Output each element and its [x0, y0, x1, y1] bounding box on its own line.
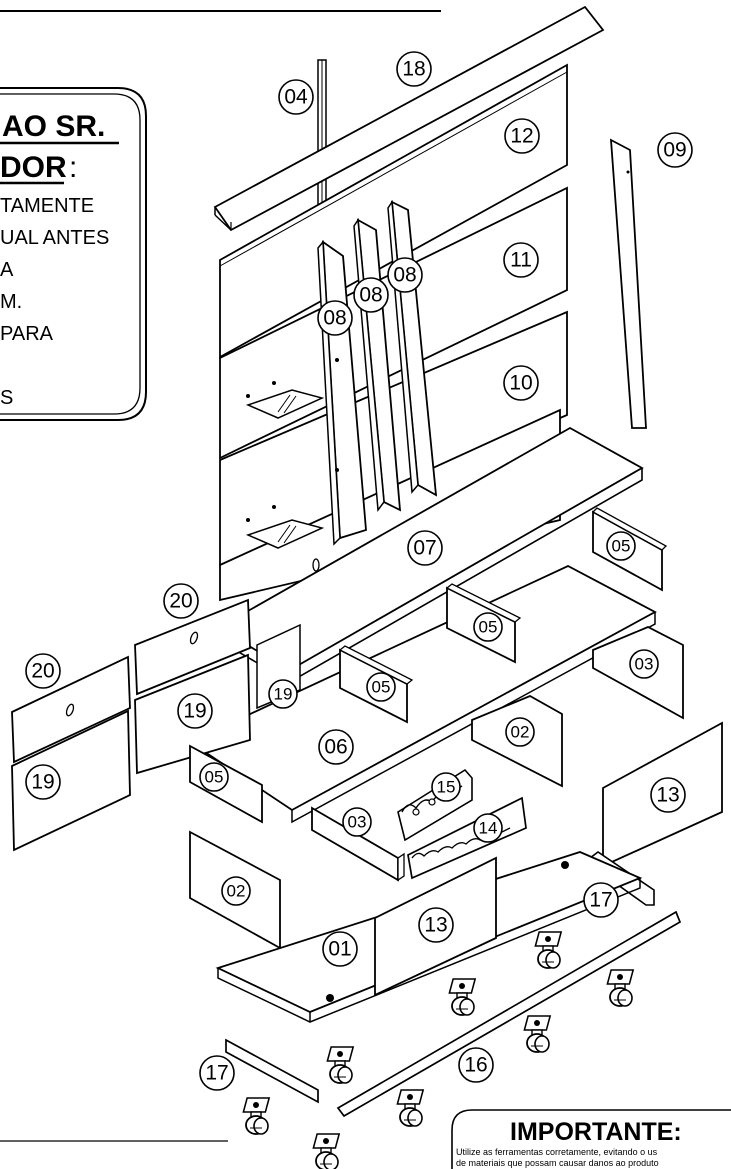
label-03-b: 03	[348, 813, 367, 832]
label-04: 04	[284, 86, 308, 109]
label-07: 07	[413, 537, 436, 560]
label-19-small: 19	[274, 685, 293, 704]
label-16: 16	[464, 1054, 487, 1077]
label-12: 12	[510, 125, 533, 148]
notice-line-7: S	[0, 387, 13, 409]
label-19-a: 19	[183, 700, 206, 723]
notice-title-line1: AO SR.	[2, 110, 105, 143]
label-09: 09	[663, 139, 686, 162]
label-17-b: 17	[589, 889, 612, 912]
notice-line-4: M.	[0, 291, 22, 313]
label-03-a: 03	[635, 655, 654, 674]
part-20-b	[11, 655, 131, 764]
important-line2: de materiais que possam causar danos ao …	[456, 1158, 659, 1168]
part-16	[336, 910, 682, 1118]
label-01: 01	[328, 938, 351, 961]
caster-2	[448, 978, 477, 1016]
part-09	[609, 138, 647, 429]
label-13-a: 13	[424, 914, 447, 937]
part-04	[317, 59, 327, 216]
label-05-d: 05	[612, 537, 631, 556]
part-03-b	[311, 806, 405, 882]
label-14: 14	[479, 819, 498, 838]
notice-line-1: TAMENTE	[0, 195, 94, 217]
label-11: 11	[510, 249, 532, 272]
notice-line-2: UAL ANTES	[0, 227, 109, 249]
caster-1	[534, 931, 563, 969]
label-19-b: 19	[31, 771, 54, 794]
important-line1: Utilize as ferramentas corretamente, evi…	[456, 1147, 658, 1157]
caster-7	[242, 1097, 271, 1135]
label-08-b: 08	[359, 284, 382, 307]
notice-box: AO SR. DOR : TAMENTE UAL ANTES A M. PARA…	[0, 87, 147, 421]
label-15: 15	[437, 778, 456, 797]
part-18	[213, 5, 605, 232]
notice-line-5: PARA	[0, 323, 54, 345]
part-20-a	[134, 598, 251, 696]
caster-8	[312, 1133, 341, 1169]
important-box: IMPORTANTE: Utilize as ferramentas corre…	[451, 1109, 731, 1169]
notice-title-line2-colon: :	[69, 151, 77, 184]
label-08-c: 08	[393, 264, 416, 287]
label-02-b: 02	[227, 882, 246, 901]
label-05-b: 05	[372, 678, 391, 697]
part-11	[219, 186, 568, 460]
label-17-a: 17	[205, 1062, 228, 1085]
label-13-b: 13	[656, 784, 679, 807]
caster-5	[326, 1046, 355, 1084]
label-02-a: 02	[511, 723, 530, 742]
part-17-a	[225, 1038, 319, 1104]
notice-title-line2: DOR	[0, 151, 67, 184]
caster-3	[606, 969, 635, 1007]
label-05-c: 05	[479, 618, 498, 637]
important-title: IMPORTANTE:	[510, 1118, 682, 1146]
label-20-b: 20	[31, 660, 54, 683]
label-05-a: 05	[205, 768, 224, 787]
label-18: 18	[402, 58, 425, 81]
label-10: 10	[509, 372, 532, 395]
label-06: 06	[324, 736, 347, 759]
part-19-b	[11, 709, 131, 852]
caster-6	[396, 1089, 425, 1127]
caster-4	[523, 1015, 552, 1053]
notice-line-3: A	[0, 259, 14, 281]
label-20-a: 20	[169, 590, 192, 613]
label-08-a: 08	[323, 307, 346, 330]
